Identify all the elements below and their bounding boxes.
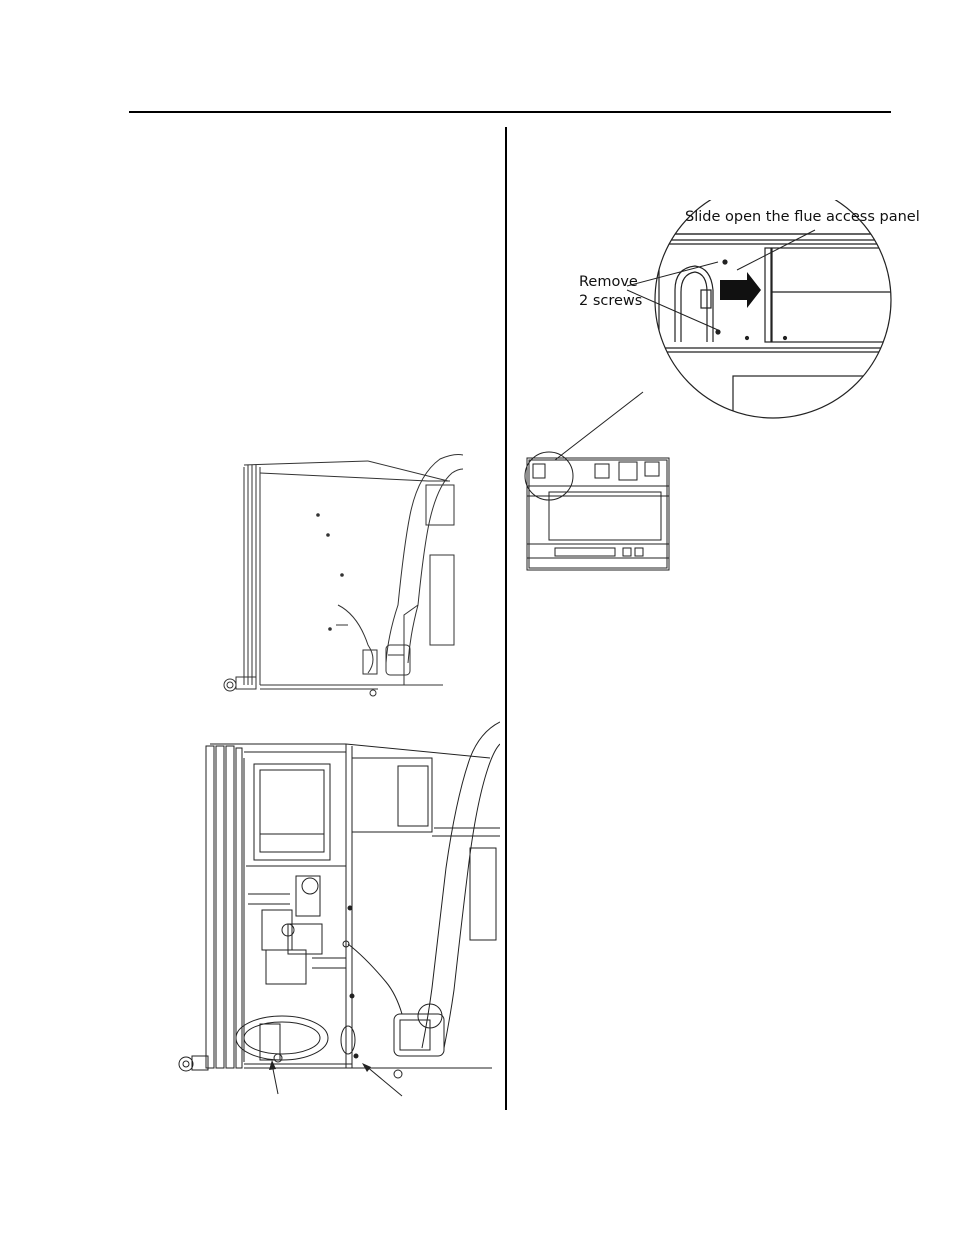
flue-access-detail-figure: Slide open the flue access panel Remove …	[515, 200, 935, 580]
header-rule	[129, 111, 891, 113]
unit-side-view-figure	[218, 445, 463, 697]
flue-panel-callout: Slide open the flue access panel	[685, 208, 920, 227]
column-divider	[505, 127, 507, 1110]
remove-screws-callout-line2: 2 screws	[579, 292, 642, 311]
unit-side-illustration	[218, 445, 463, 697]
flue-access-illustration	[515, 200, 935, 580]
unit-internals-view-figure	[170, 718, 500, 1098]
unit-internals-illustration	[170, 718, 500, 1098]
remove-screws-callout-line1: Remove	[579, 273, 638, 292]
